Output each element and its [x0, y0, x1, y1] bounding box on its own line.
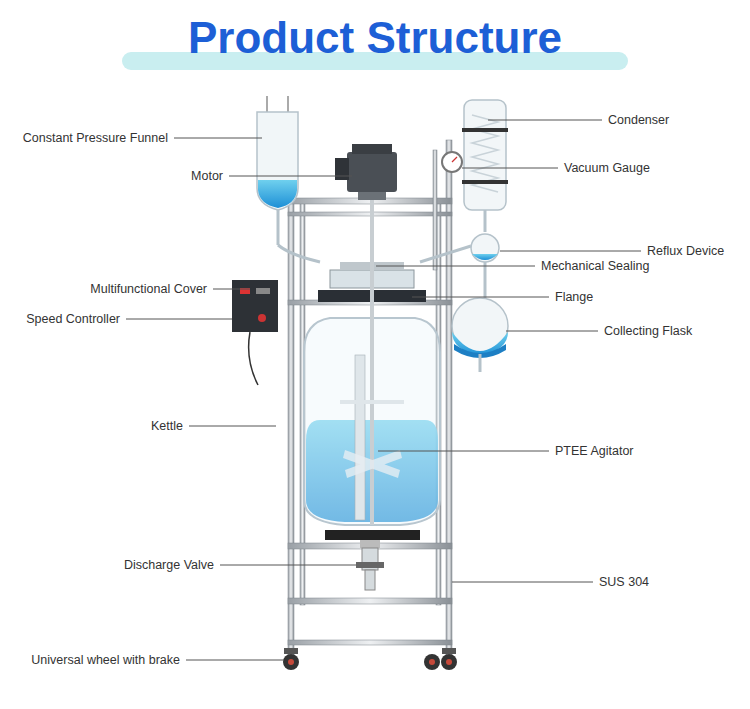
- part-label: Collecting Flask: [604, 324, 692, 339]
- part-label: Discharge Valve: [124, 558, 214, 573]
- part-label: PTEE Agitator: [555, 444, 634, 459]
- part-label: Mechanical Sealing: [541, 259, 649, 274]
- shaft: [370, 195, 374, 525]
- funnel: [257, 96, 320, 262]
- collecting-flask: [452, 298, 508, 372]
- part-label: SUS 304: [599, 575, 649, 590]
- part-label: Condenser: [608, 113, 669, 128]
- agitator: [343, 450, 402, 478]
- speed-controller: [232, 280, 278, 385]
- page-title: Product Structure: [0, 14, 750, 62]
- part-label: Flange: [555, 290, 593, 305]
- wheels: [283, 648, 457, 670]
- part-label: Motor: [191, 169, 223, 184]
- part-label: Constant Pressure Funnel: [23, 131, 168, 146]
- part-label: Multifunctional Cover: [90, 282, 207, 297]
- motor: [335, 144, 397, 200]
- part-label: Kettle: [151, 419, 183, 434]
- vacuum-gauge: [442, 152, 462, 172]
- part-label: Reflux Device: [647, 244, 724, 259]
- part-label: Speed Controller: [26, 312, 120, 327]
- leader-lines: [126, 120, 641, 660]
- part-label: Vacuum Gauge: [564, 161, 650, 176]
- part-label: Universal wheel with brake: [31, 653, 180, 668]
- discharge-valve: [356, 548, 384, 590]
